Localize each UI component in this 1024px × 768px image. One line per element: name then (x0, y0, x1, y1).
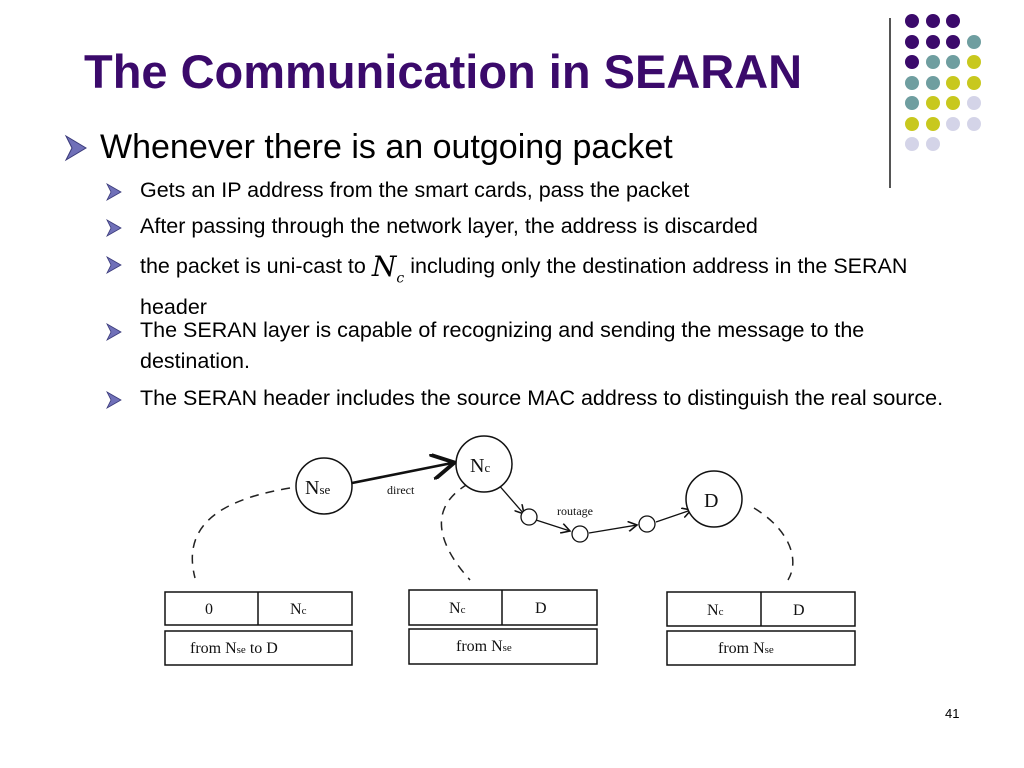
decor-dot (946, 14, 960, 28)
header1-cell2: Nc (290, 601, 307, 618)
decor-dot (905, 34, 919, 49)
header2-cell1: Nc (449, 600, 466, 617)
route-segment (496, 482, 524, 514)
header-box-1: 0 Nc from Nse to D (164, 591, 353, 666)
node-nse (295, 457, 353, 515)
decor-dot (946, 96, 960, 110)
decor-dot (966, 96, 981, 110)
decor-dot (946, 116, 960, 131)
header1-cell1: 0 (205, 601, 213, 618)
decor-dot (905, 75, 919, 90)
header2-cell2: D (535, 600, 547, 617)
title-divider-line (889, 18, 891, 188)
header1-payload: from Nse to D (190, 640, 278, 657)
node-nse-label: Nse (305, 477, 331, 499)
header-box-3: Nc D from Nse (666, 591, 856, 666)
sub-bullet-arrow-icon (106, 183, 122, 201)
decor-dot (905, 96, 919, 110)
edge-label-routage: routage (557, 504, 593, 518)
decor-dot (925, 14, 940, 28)
decor-dot (905, 55, 919, 69)
decor-dot (925, 55, 940, 69)
node-d (685, 470, 743, 528)
decor-dot (925, 96, 940, 110)
sub-bullet-arrow-icon (106, 256, 122, 274)
decor-dot (966, 34, 981, 49)
header3-payload: from Nse (718, 640, 774, 657)
dashed-link-nc-header (440, 483, 471, 581)
decor-dot (946, 34, 960, 49)
slide-title: The Communication in SEARAN (84, 45, 803, 98)
sub-bullet-1: Gets an IP address from the smart cards,… (140, 178, 690, 202)
sub-bullet-arrow-icon (106, 391, 122, 409)
decor-dot (905, 14, 919, 28)
node-nc (455, 435, 513, 493)
router-node (520, 508, 538, 526)
decor-dot (966, 75, 981, 90)
main-bullet: Whenever there is an outgoing packet (100, 128, 673, 167)
decor-dot (946, 55, 960, 69)
decor-dot (966, 116, 981, 131)
header-box-2: Nc D from Nse (408, 589, 598, 665)
decor-dot (925, 116, 940, 131)
edge-label-direct: direct (387, 483, 415, 497)
route-segment (535, 519, 570, 531)
decor-dot (905, 116, 919, 131)
header2-payload: from Nse (456, 638, 512, 655)
route-segment (588, 525, 637, 534)
dashed-link-nse-header (191, 487, 291, 579)
decor-dot (925, 137, 940, 151)
sub-bullet-4: The SERAN layer is capable of recognizin… (140, 318, 865, 373)
main-bullet-text: Whenever there is an outgoing packet (100, 128, 673, 166)
decor-dot (925, 34, 940, 49)
header3-cell2: D (793, 602, 805, 619)
sub-bullet-3-lead: the packet is uni-cast to (140, 254, 366, 278)
decor-dot (925, 75, 940, 90)
direct-arrow (351, 463, 452, 485)
header3-cell1: Nc (707, 602, 724, 619)
route-segment (655, 510, 691, 523)
router-node (638, 515, 656, 533)
sub-bullet-5: The SERAN header includes the source MAC… (140, 386, 944, 410)
dashed-link-d-header (753, 507, 794, 581)
node-nc-label: Nc (470, 455, 490, 477)
bullet-arrow-icon (64, 134, 87, 162)
decor-dot (966, 55, 981, 69)
nc-math-symbol: Nc (371, 250, 405, 287)
sub-bullet-arrow-icon (106, 323, 122, 341)
sub-bullet-arrow-icon (106, 219, 122, 237)
sub-bullet-3-rest: including only the destination address i… (140, 254, 908, 319)
node-d-label: D (704, 490, 718, 512)
decor-dot (905, 137, 919, 151)
decor-dot (946, 75, 960, 90)
router-node (571, 525, 589, 543)
page-number: 41 (945, 706, 960, 721)
sub-bullet-2: After passing through the network layer,… (140, 214, 758, 238)
